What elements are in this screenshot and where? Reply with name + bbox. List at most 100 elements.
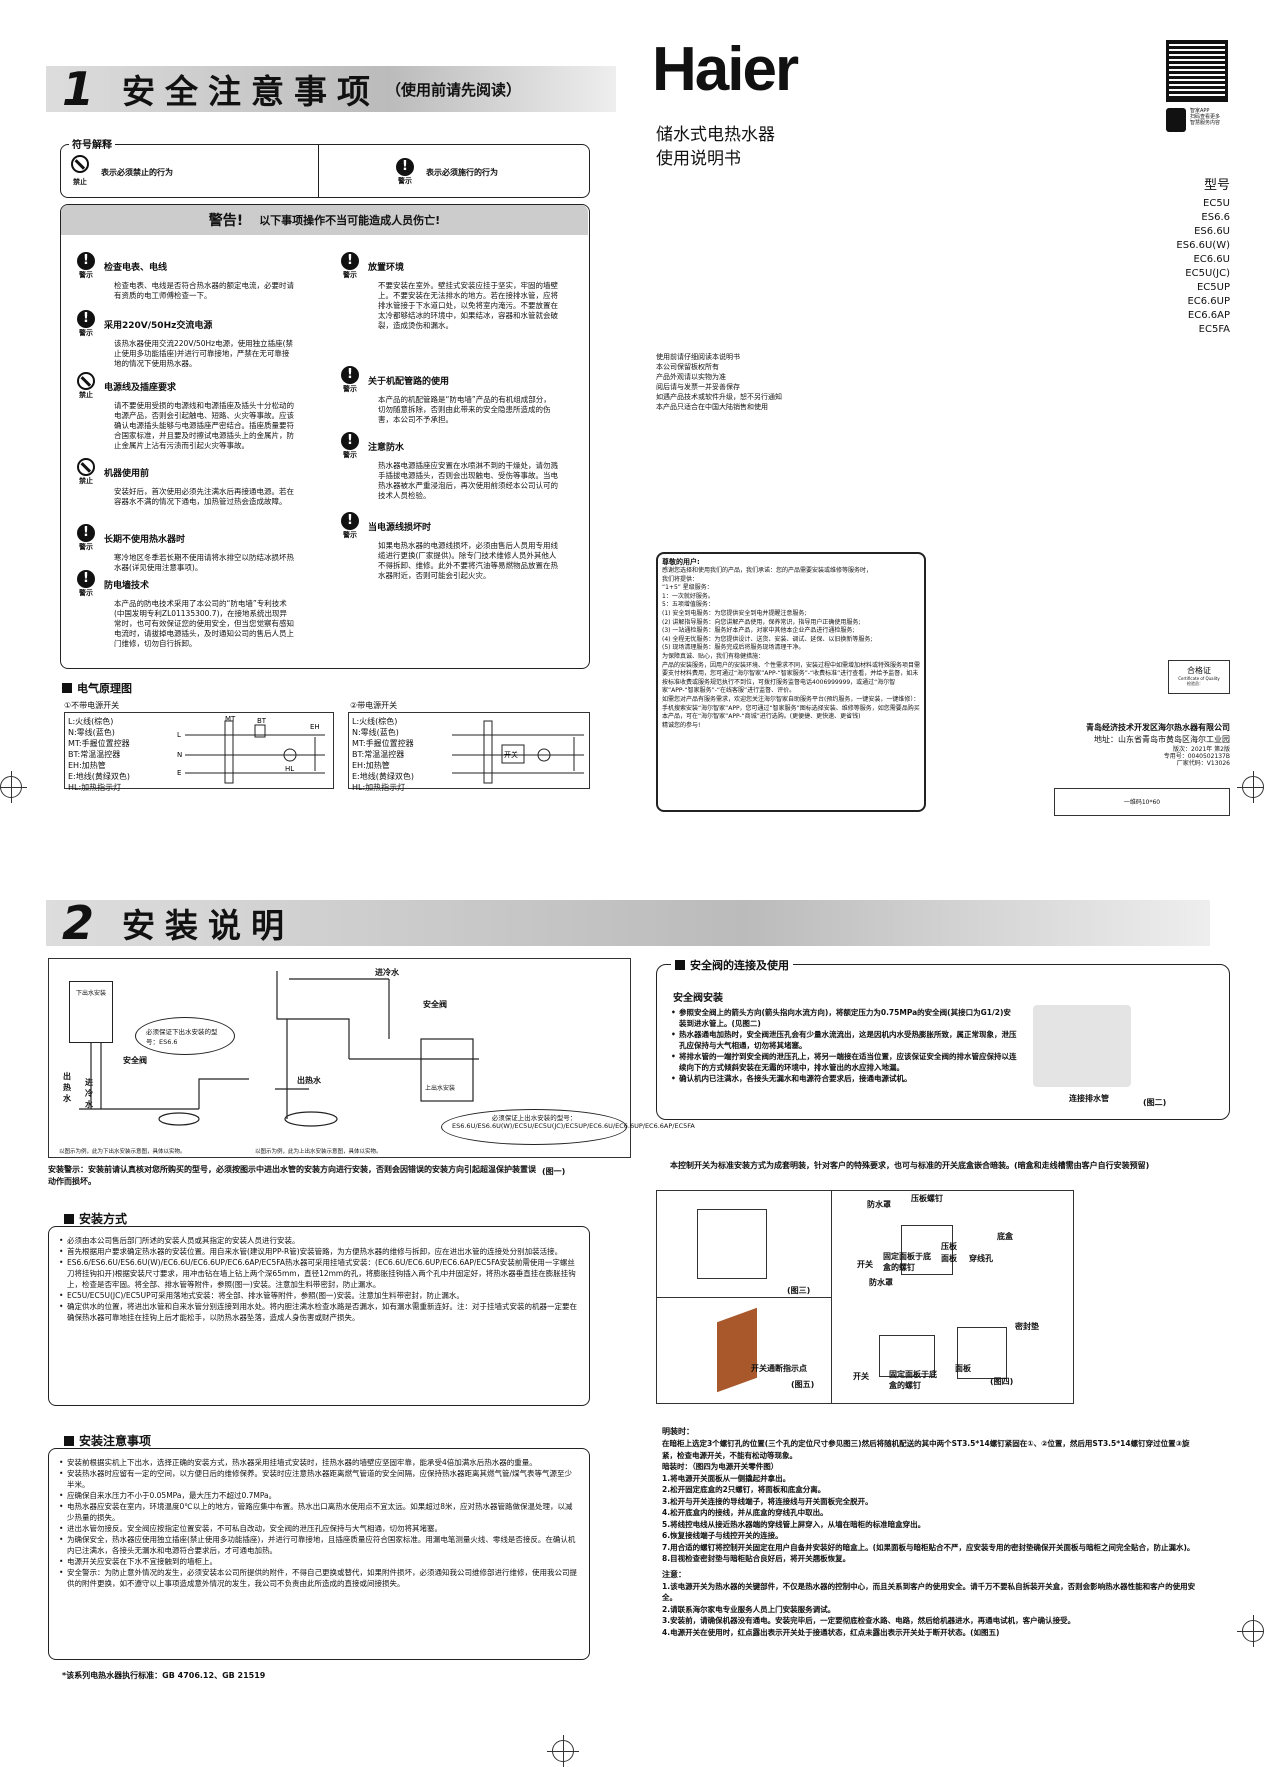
service-line: 为保障真诚、贴心，我们有稳健措施： [662, 652, 765, 660]
warning-item-title: 防电墙技术 [104, 580, 150, 591]
valve-image [1033, 1005, 1131, 1087]
fig3-box [697, 1209, 767, 1279]
method-item: 确定供水的位置，将进出水管和自来水管分别连接到用水处。将内胆注满水检查水路是否漏… [59, 1301, 579, 1323]
exclamation-icon: ! [341, 512, 359, 530]
haier-logo: Haier [652, 35, 799, 104]
warning-item-title: 长期不使用热水器时 [104, 534, 186, 545]
note-item: 使用前请仔细阅读本说明书 [656, 353, 740, 361]
method-item: EC5U/EC5U(JC)/EC5UP可采用落地式安装：将全部、排水管等附件，参… [59, 1290, 579, 1301]
section-number: 1 [62, 62, 95, 116]
service-line: 5：五项增值服务： [662, 601, 714, 609]
certificate: 合格证 Certificate of Quality 检验员： [1168, 660, 1230, 694]
warning-item-body: 请不要使用受损的电源线和电源插座及插头十分松动的电源产品，否则会引起触电、短路、… [114, 401, 294, 450]
note-line: 2.请联系海尔家电专业服务人员上门安装服务调试。 [662, 1604, 836, 1614]
model-item: EC5U(JC) [1185, 268, 1230, 279]
model-item: EC6.6U [1193, 254, 1230, 265]
circuit-b-svg: 开关 [452, 720, 584, 784]
manual-title: 使用说明书 [656, 149, 741, 169]
pipe-drawing [79, 971, 479, 1127]
service-box: 尊敬的用户:感谢您选择和使用我们的产品，我们承诺：您的产品需要安装或维修等服务时… [656, 552, 926, 812]
warning-item: 禁止电源线及插座要求请不要使用受损的电源线和电源插座及插头十分松动的电源产品，否… [74, 372, 294, 451]
svg-text:N: N [177, 751, 182, 759]
section-subtitle: （使用前请先阅读） [386, 80, 522, 99]
service-line: 如需您对产品有服务需求，欢迎您关注海尔智家自助服务平台(预约服务，一键安装，一键… [662, 695, 920, 703]
valve-item: 将排水管的一端拧到安全阀的泄压孔上，将另一端接在适当位置，应该保证安全阀的排水管… [671, 1051, 1017, 1073]
section-title: 安全注意事项 [122, 72, 380, 111]
explain-line: 在暗柜上选定3个螺钉孔的位置(三个孔的定位尺寸参见图三)然后将随机配送的其中两个… [662, 1439, 1190, 1460]
bubble-b: 必须保证上出水安装的型号：ES6.6U/ES6.6U(W)/EC5U/EC5U(… [441, 1109, 695, 1145]
heater-top: 上出水安装 [425, 1085, 456, 1092]
service-line: 我们将提供： [662, 575, 699, 583]
registration-mark [1237, 1615, 1264, 1647]
service-line: (3) 一站通检服务：服务好本产品，对家中其他本企业产品进行通检服务; [662, 627, 855, 635]
svg-text:MT: MT [225, 715, 236, 723]
prohibit-icon [77, 458, 95, 476]
note-item: 阅后请与发票一并妥善保存 [656, 383, 740, 391]
exclamation-icon: ! [77, 252, 95, 270]
warning-item: !警示防电墙技术本产品的防电技术采用了本公司的“防电墙”专利技术(中国发明专利Z… [77, 570, 294, 648]
product-name: 储水式电热水器 [656, 125, 775, 145]
warning-item-body: 寒冷地区冬季若长期不使用请将水排空以防结冰损坏热水器(详见使用注意事项)。 [114, 553, 294, 572]
exclamation-icon: ! [77, 524, 95, 542]
precaution-item: 安装热水器时应留有一定的空间，以方便日后的维修保养。安装时应注意热水器距离燃气管… [59, 1468, 579, 1490]
warning-item-body: 检查电表、电线是否符合热水器的额定电流，必要时请有资质的电工师傅检查一下。 [114, 281, 294, 300]
warning-item: !警示采用220V/50Hz交流电源该热水器使用交流220V/50Hz电源，使用… [77, 310, 294, 368]
warning-item-body: 不要安装在室外。壁挂式安装应挂于坚实，牢固的墙壁上。不要安装在无法排水的地方。若… [378, 281, 558, 330]
model-item: EC5FA [1198, 324, 1230, 335]
prohibit-icon [77, 372, 95, 390]
registration-mark [547, 1735, 579, 1767]
svg-text:EH: EH [310, 723, 320, 731]
precaution-item: 安全警示：为防止意外情况的发生，必须安装本公司所提供的附件，不得自己更换或替代，… [59, 1567, 579, 1589]
standard: *该系列电热水器执行标准：GB 4706.12、GB 21519 [62, 1671, 266, 1680]
method-item: 首先根据用户要求确定热水器的安装位置。用自来水管(建议用PP-R管)安装管路，为… [59, 1246, 579, 1257]
precaution-item: 为确保安全，热水器应使用独立插座(禁止使用多功能插座)，并进行可靠接地，且插座质… [59, 1534, 579, 1556]
symbol-legend: 符号解释 禁止 表示必须禁止的行为 !警示 表示必须施行的行为 [60, 136, 590, 198]
model-item: ES6.6 [1201, 212, 1230, 223]
note-item: 产品外观请以实物为准 [656, 373, 726, 381]
valve-box: 安全阀的连接及使用 安全阀安装 参照安全阀上的箭头方向(箭头指向水流方向)，将额… [656, 957, 1230, 1120]
explain-line: 2.松开固定底盒的2只螺钉，将面板和底盒分离。 [662, 1485, 826, 1494]
service-line: “1+5” 星级服务： [662, 584, 713, 592]
registration-mark [1237, 771, 1264, 803]
elec-b-label: ②带电源开关 [350, 701, 398, 710]
warning-item-title: 检查电表、电线 [104, 262, 168, 273]
install-warning: 安装警示：安装前请认真核对您所购买的型号，必须按图示中进出水管的安装方向进行安装… [48, 1165, 536, 1186]
warning-item-title: 机器使用前 [104, 468, 150, 479]
bubble-a: 必须保证下出水安装的型号：ES6.6 [135, 1017, 235, 1055]
warning-text: 以下事项操作不当可能造成人员伤亡! [259, 214, 441, 227]
warning-item-title: 电源线及插座要求 [104, 382, 177, 393]
warning-symbol: !警示 [396, 158, 414, 185]
heater-bottom: 下出水安装 [69, 981, 113, 1043]
note-line: 3.安装前，请确保机器没有通电。安装完毕后，一定要彻底检查水路、电路，然后给机器… [662, 1616, 1076, 1625]
switch-photo [717, 1307, 757, 1393]
warning-item-body: 本产品的防电技术采用了本公司的“防电墙”专利技术(中国发明专利ZL0113530… [114, 599, 294, 648]
service-line: 1：一次就好服务。 [662, 592, 714, 600]
figure-1: 下出水安装 必须保证下出水安装的型号：ES6.6 安全阀 出热水 进冷水 进冷水… [48, 958, 695, 1158]
service-line: 感谢您选择和使用我们的产品，我们承诺：您的产品需要安装或维修等服务时， [662, 567, 873, 574]
warning-item: 禁止机器使用前安装好后，首次使用必须先注满水后再接通电源。若在容器水不满的情况下… [74, 458, 294, 507]
exclamation-icon: ! [396, 158, 414, 176]
model-item: ES6.6U(W) [1176, 240, 1230, 251]
svg-text:E: E [177, 769, 181, 777]
warning-item-body: 热水器电源插座应安置在水喷淋不到的干燥处，请勿溅手插拔电源插头，否则会出现触电、… [378, 461, 558, 500]
precaution-title: 安装注意事项 [64, 1432, 151, 1449]
precaution-item: 安装前根据实机上下出水，选择正确的安装方式，热水器采用挂墙式安装时，挂热水器的墙… [59, 1457, 579, 1468]
warning-item: !警示注意防水热水器电源插座应安置在水喷淋不到的干燥处，请勿溅手插拔电源插头，否… [341, 432, 558, 500]
divider [318, 145, 319, 197]
model-item: EC6.6UP [1187, 296, 1230, 307]
note-line: 1.该电源开关为热水器的关键部件，不仅是热水器的控制中心，而且关系到客户的使用安… [662, 1581, 1196, 1603]
service-line: 精诚您的参与! [662, 721, 701, 729]
valve-item: 热水器通电加热时，安全阀泄压孔会有少量水流流出，这是因机内水受热膨胀所致，属正常… [671, 1029, 1017, 1051]
switch-intro: 本控制开关为标准安装方式为成套明装，针对客户的特殊要求，也可与标准的开关底盒嵌合… [670, 1161, 1150, 1170]
note-line: 4.电源开关在使用时，红点露出表示开关处于接通状态，红点未露出表示开关处于断开状… [662, 1627, 1000, 1637]
model-item: EC5U [1203, 198, 1230, 209]
warning-box: 警告! 以下事项操作不当可能造成人员伤亡! [60, 204, 590, 669]
warning-item-title: 当电源线损坏时 [368, 522, 432, 533]
exclamation-icon: ! [341, 366, 359, 384]
svg-text:HL: HL [285, 765, 294, 773]
note-item: 本产品只适合在中国大陆销售和使用 [656, 403, 768, 411]
